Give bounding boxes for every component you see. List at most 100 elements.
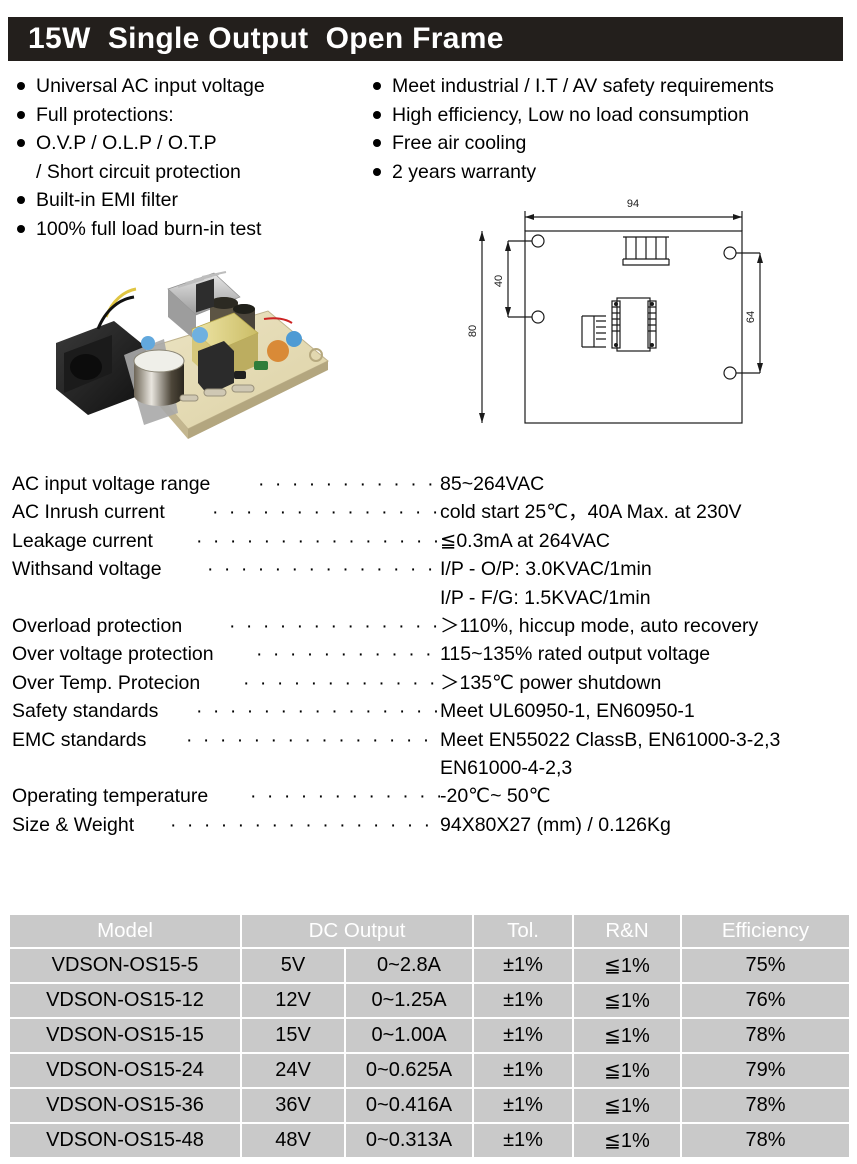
spec-value: 94X80X27 (mm) / 0.126Kg bbox=[440, 813, 671, 836]
spec-row: EN61000-4-2,3 bbox=[0, 754, 857, 782]
table-cell-current: 0~0.416A bbox=[343, 1087, 475, 1124]
spec-dot-leader: · · · · · · · · · · · · · · · · · · · · … bbox=[196, 700, 440, 723]
feature-column-right: Meet industrial / I.T / AV safety requir… bbox=[370, 73, 857, 187]
table-cell-tolerance: ±1% bbox=[472, 1017, 575, 1054]
spec-label: EMC standards bbox=[12, 728, 147, 751]
table-header-tol: Tol. bbox=[472, 913, 575, 949]
spec-row: I/P - F/G: 1.5KVAC/1min bbox=[0, 584, 857, 612]
bullet-icon bbox=[17, 139, 25, 147]
product-photo bbox=[28, 243, 333, 448]
spec-dot-leader: · · · · · · · · · · · · · · · · · · · · bbox=[212, 501, 440, 524]
spec-row: Overload protection · · · · · · · · · · ·… bbox=[0, 612, 857, 640]
table-cell-voltage: 12V bbox=[240, 982, 346, 1019]
table-cell-ripple-noise: ≦1% bbox=[572, 1122, 683, 1159]
table-cell-tolerance: ±1% bbox=[472, 947, 575, 984]
spec-row: Size & Weight· · · · · · · · · · · · · ·… bbox=[0, 811, 857, 839]
spec-value: ≦0.3mA at 264VAC bbox=[440, 529, 610, 552]
bullet-icon bbox=[17, 224, 25, 233]
dim-left-pitch-label: 40 bbox=[493, 275, 505, 287]
table-cell-voltage: 15V bbox=[240, 1017, 346, 1054]
spec-label: Overload protection bbox=[12, 614, 183, 637]
table-cell-ripple-noise: ≦1% bbox=[572, 1052, 683, 1089]
page-title: 15W Single Output Open Frame bbox=[28, 22, 504, 55]
bullet-icon bbox=[17, 110, 25, 119]
bullet-icon bbox=[373, 167, 381, 176]
table-cell-voltage: 5V bbox=[240, 947, 346, 984]
feature-item-continuation: / Short circuit protection bbox=[36, 160, 241, 183]
product-title-bar: 15W Single Output Open Frame bbox=[8, 17, 843, 61]
spec-value: ＞135℃ power shutdown bbox=[440, 671, 662, 694]
feature-item-label: High efficiency, Low no load consumption bbox=[392, 103, 749, 126]
feature-item-label: Free air cooling bbox=[392, 132, 527, 154]
spec-row: Over Temp. Protecion· · · · · · · · · · … bbox=[0, 669, 857, 697]
spec-row: Leakage current · · · · · · · · · · · · ·… bbox=[0, 527, 857, 555]
table-cell-model: VDSON-OS15-24 bbox=[8, 1052, 242, 1089]
table-cell-model: VDSON-OS15-5 bbox=[8, 947, 242, 984]
spec-row: Withsand voltage · · · · · · · · · · · · … bbox=[0, 555, 857, 583]
spec-dot-leader: · · · · · · · · · · · · · · · · · · · · bbox=[207, 558, 440, 581]
table-cell-ripple-noise: ≦1% bbox=[572, 982, 683, 1019]
spec-value: ＞110%, hiccup mode, auto recovery bbox=[440, 614, 759, 637]
table-cell-efficiency: 78% bbox=[680, 1122, 852, 1159]
table-cell-current: 0~0.313A bbox=[343, 1122, 475, 1159]
spec-row: EMC standards · · · · · · · · · · · · · ·… bbox=[0, 726, 857, 754]
spec-label: AC input voltage range bbox=[12, 473, 211, 495]
table-cell-efficiency: 78% bbox=[680, 1017, 852, 1054]
spec-dot-leader: · · · · · · · · · · · · · · · · bbox=[256, 643, 440, 666]
table-cell-model: VDSON-OS15-36 bbox=[8, 1087, 242, 1124]
spec-value: Meet UL60950-1, EN60950-1 bbox=[440, 700, 695, 723]
table-cell-voltage: 48V bbox=[240, 1122, 346, 1159]
spec-label: Withsand voltage bbox=[12, 558, 162, 581]
table-cell-voltage: 36V bbox=[240, 1087, 346, 1124]
dim-right-pitch-label: 64 bbox=[745, 311, 757, 323]
mechanical-drawing: 94 80 40 64 bbox=[460, 195, 857, 445]
table-header-model: Model bbox=[8, 913, 242, 949]
spec-dot-leader: · · · · · · · · · · · · · · · · · · · · … bbox=[196, 529, 440, 552]
spec-dot-leader: · · · · · · · · · · · · · · · · · bbox=[250, 785, 440, 808]
model-table: Model DC Output Tol. R&N Efficiency VDSO… bbox=[8, 913, 852, 1159]
table-header-dc-output: DC Output bbox=[239, 913, 475, 949]
feature-item-label: Universal AC input voltage bbox=[36, 75, 265, 97]
feature-item-label: O.V.P / O.L.P / O.T.P bbox=[36, 132, 217, 154]
feature-item: 2 years warranty bbox=[370, 159, 857, 185]
table-cell-model: VDSON-OS15-48 bbox=[8, 1122, 242, 1159]
spec-label: Operating temperature bbox=[12, 785, 209, 808]
spec-dot-leader: · · · · · · · · · · · · · · · · · · bbox=[229, 614, 440, 637]
product-photo-image bbox=[56, 271, 329, 439]
table-cell-efficiency: 75% bbox=[680, 947, 852, 984]
feature-item-label: Built-in EMI filter bbox=[36, 189, 178, 211]
table-cell-tolerance: ±1% bbox=[472, 1052, 575, 1089]
table-cell-tolerance: ±1% bbox=[472, 1087, 575, 1124]
spec-label: Size & Weight bbox=[12, 813, 135, 836]
table-cell-current: 0~2.8A bbox=[343, 947, 475, 984]
bullet-icon bbox=[373, 82, 381, 90]
feature-item: Meet industrial / I.T / AV safety requir… bbox=[370, 73, 857, 99]
specifications-list: AC input voltage range· · · · · · · · · … bbox=[0, 470, 857, 839]
table-cell-efficiency: 76% bbox=[680, 982, 852, 1019]
table-cell-tolerance: ±1% bbox=[472, 982, 575, 1019]
spec-value-continuation: EN61000-4-2,3 bbox=[440, 756, 573, 779]
feature-item-label: 100% full load burn-in test bbox=[36, 217, 262, 240]
spec-label: Leakage current bbox=[12, 529, 153, 552]
spec-row: AC input voltage range· · · · · · · · · … bbox=[0, 470, 857, 498]
feature-item-label: 2 years warranty bbox=[392, 160, 537, 183]
feature-item: Full protections: bbox=[14, 102, 374, 128]
bullet-icon bbox=[373, 110, 381, 119]
spec-dot-leader: · · · · · · · · · · · · · · · · · · · · … bbox=[186, 728, 440, 751]
feature-item: O.V.P / O.L.P / O.T.P bbox=[14, 130, 374, 156]
spec-value: 115~135% rated output voltage bbox=[440, 643, 711, 666]
table-cell-model: VDSON-OS15-12 bbox=[8, 982, 242, 1019]
table-cell-efficiency: 79% bbox=[680, 1052, 852, 1089]
table-cell-ripple-noise: ≦1% bbox=[572, 1087, 683, 1124]
bullet-icon bbox=[17, 82, 25, 90]
table-cell-model: VDSON-OS15-15 bbox=[8, 1017, 242, 1054]
spec-row: Safety standards· · · · · · · · · · · · … bbox=[0, 697, 857, 725]
spec-value: 85~264VAC bbox=[440, 473, 545, 495]
